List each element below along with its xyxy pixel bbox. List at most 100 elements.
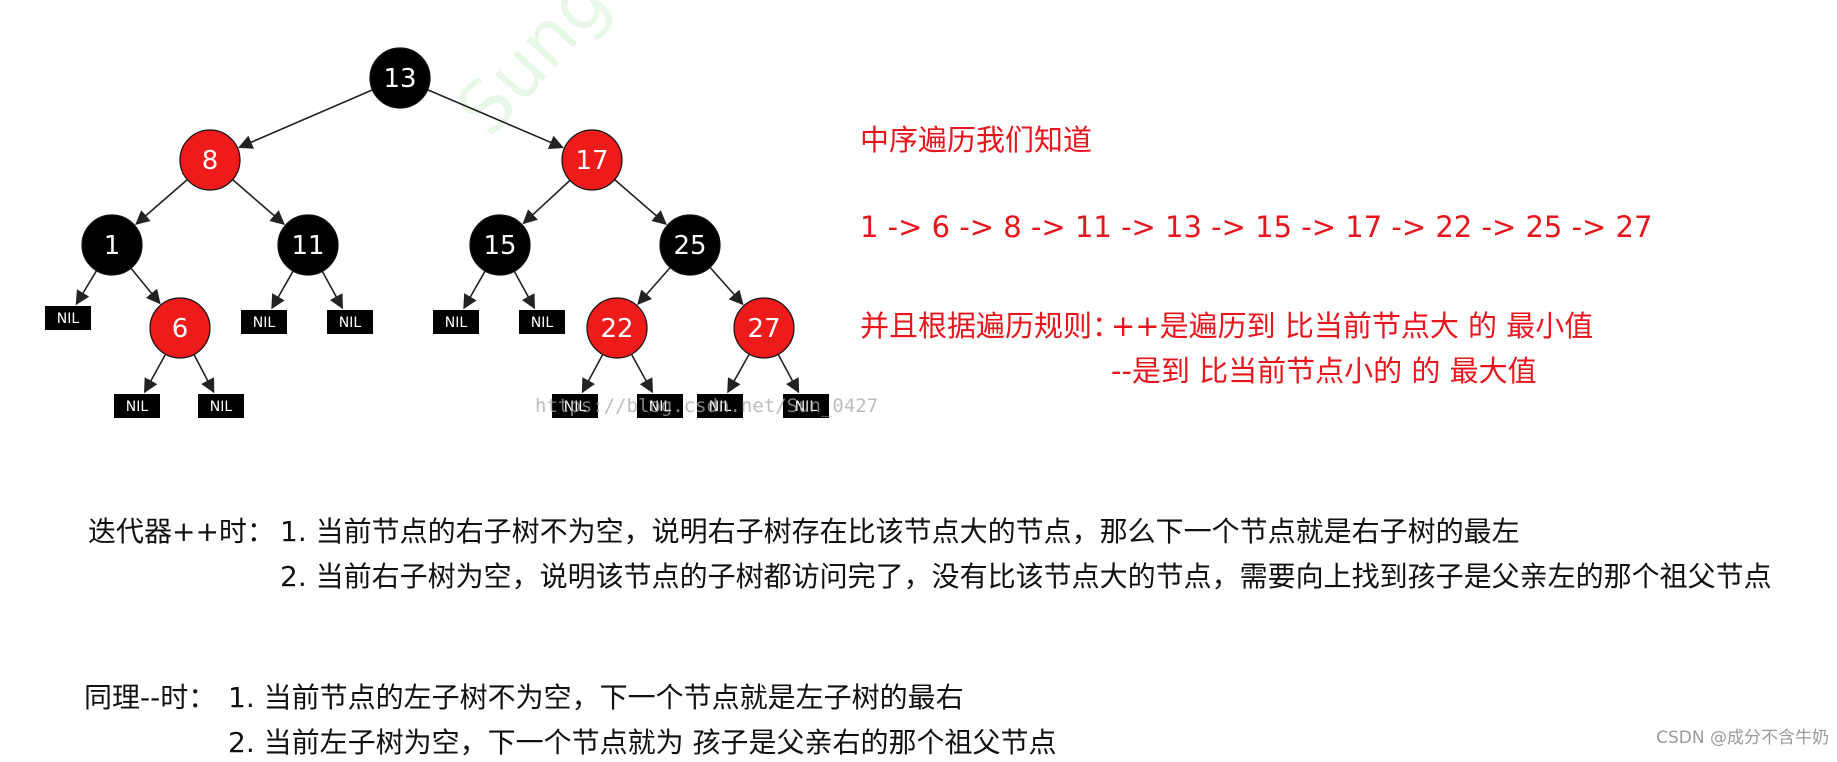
- nil-label: NIL: [649, 399, 672, 415]
- iterator-minus-line1: 1. 当前节点的左子树不为空，下一个节点就是左子树的最右: [228, 681, 964, 714]
- iterator-minus-label: 同理--时：: [84, 681, 217, 714]
- edge-n8-n1: [135, 179, 188, 225]
- node-label: 8: [202, 146, 219, 176]
- nil-leaf: NIL: [327, 310, 373, 334]
- nil-label: NIL: [709, 399, 732, 415]
- nil-box: [637, 394, 683, 418]
- edge-n27-nil11: [777, 354, 800, 394]
- inorder-title: 中序遍历我们知道: [860, 123, 1093, 157]
- nil-box: [45, 306, 91, 330]
- node-label: 15: [483, 231, 516, 261]
- edge-n1-nil1: [75, 270, 98, 306]
- nil-leaf: NIL: [433, 310, 479, 334]
- nil-box: [241, 310, 287, 334]
- tree-node-13: 13: [369, 47, 431, 109]
- csdn-watermark: CSDN @成分不含牛奶: [1656, 728, 1829, 748]
- tree-node-15: 15: [469, 214, 531, 276]
- rule-minusminus: --是到 比当前节点小的 的 最大值: [1111, 354, 1537, 388]
- nil-label: NIL: [445, 315, 468, 331]
- nil-label: NIL: [253, 315, 276, 331]
- nil-leaf: NIL: [114, 394, 160, 418]
- edge-n11-nil4: [271, 270, 294, 310]
- inorder-sequence: 1 -> 6 -> 8 -> 11 -> 13 -> 15 -> 17 -> 2…: [860, 210, 1653, 244]
- node-label: 6: [172, 314, 189, 344]
- iterator-plus-line2: 2. 当前右子树为空，说明该节点的子树都访问完了，没有比该节点大的节点，需要向上…: [280, 560, 1772, 593]
- node-label: 25: [673, 231, 706, 261]
- nil-box: [327, 310, 373, 334]
- tree-node-8: 8: [179, 129, 241, 191]
- red-node-circle: [586, 297, 648, 359]
- node-label: 1: [104, 231, 121, 261]
- nil-leaf: NIL: [552, 394, 598, 418]
- edge-n25-n27: [709, 266, 744, 306]
- edge-n22-nil9: [630, 353, 653, 394]
- nil-leaves: NIL NIL NIL NIL NIL NIL NIL NIL NIL NIL NIL: [45, 306, 829, 418]
- nil-leaf: NIL: [198, 394, 244, 418]
- edge-n25-n22: [637, 266, 671, 306]
- tree-node-11: 11: [277, 214, 339, 276]
- nil-leaf: NIL: [241, 310, 287, 334]
- edge-n6-nil3: [193, 354, 215, 394]
- nil-label: NIL: [564, 399, 587, 415]
- node-label: 27: [747, 314, 780, 344]
- iterator-minus-line2: 2. 当前左子树为空，下一个节点就为 孩子是父亲右的那个祖父节点: [228, 726, 1057, 759]
- url-watermark: https://blog.csdn.net/Sun_0427: [535, 395, 879, 417]
- nil-leaf: NIL: [519, 310, 565, 334]
- tree-node-22: 22: [586, 297, 648, 359]
- edge-n1-n6: [130, 267, 161, 305]
- black-node-circle: [659, 214, 721, 276]
- nil-label: NIL: [339, 315, 362, 331]
- nil-leaf: NIL: [637, 394, 683, 418]
- red-node-circle: [179, 129, 241, 191]
- edge-n15-nil6: [463, 270, 486, 310]
- nil-box: [783, 394, 829, 418]
- nil-box: [697, 394, 743, 418]
- iterator-plus-line1: 1. 当前节点的右子树不为空，说明右子树存在比该节点大的节点，那么下一个节点就是…: [280, 515, 1520, 548]
- tree-node-25: 25: [659, 214, 721, 276]
- nil-label: NIL: [531, 315, 554, 331]
- rule-plusplus: ++是遍历到 比当前节点大 的 最小值: [1111, 309, 1594, 343]
- edge-n11-nil5: [321, 270, 344, 310]
- black-node-circle: [277, 214, 339, 276]
- edge-n13-n8: [238, 89, 373, 149]
- edge-n22-nil8: [581, 354, 604, 394]
- red-node-circle: [733, 297, 795, 359]
- tree-node-17: 17: [561, 129, 623, 191]
- black-node-circle: [369, 47, 431, 109]
- tree-edges: [75, 89, 800, 394]
- nil-leaf: NIL: [45, 306, 91, 330]
- nil-label: NIL: [210, 399, 233, 415]
- nil-label: NIL: [57, 311, 80, 327]
- nil-box: [433, 310, 479, 334]
- tree-node-6: 6: [149, 297, 211, 359]
- red-node-circle: [149, 297, 211, 359]
- node-label: 13: [383, 64, 416, 94]
- nil-label: NIL: [126, 399, 149, 415]
- node-label: 22: [600, 314, 633, 344]
- nil-box: [552, 394, 598, 418]
- node-label: 11: [291, 231, 324, 261]
- nil-box: [114, 394, 160, 418]
- edge-n8-n11: [232, 179, 285, 225]
- rule-label: 并且根据遍历规则：: [860, 309, 1122, 343]
- tree-node-1: 1: [81, 214, 143, 276]
- tree-node-27: 27: [733, 297, 795, 359]
- iterator-plus-label: 迭代器++时：: [88, 515, 275, 548]
- edge-n15-nil7: [513, 270, 536, 310]
- red-node-circle: [561, 129, 623, 191]
- edge-n17-n25: [614, 179, 667, 225]
- nil-label: NIL: [795, 399, 818, 415]
- edge-n6-nil2: [144, 353, 167, 394]
- black-node-circle: [81, 214, 143, 276]
- edge-n27-nil10: [727, 353, 750, 394]
- nil-leaf: NIL: [783, 394, 829, 418]
- nil-leaf: NIL: [697, 394, 743, 418]
- black-node-circle: [469, 214, 531, 276]
- node-label: 17: [575, 146, 608, 176]
- edge-n13-n17: [427, 89, 564, 149]
- nil-box: [198, 394, 244, 418]
- nil-box: [519, 310, 565, 334]
- edge-n17-n15: [522, 179, 571, 225]
